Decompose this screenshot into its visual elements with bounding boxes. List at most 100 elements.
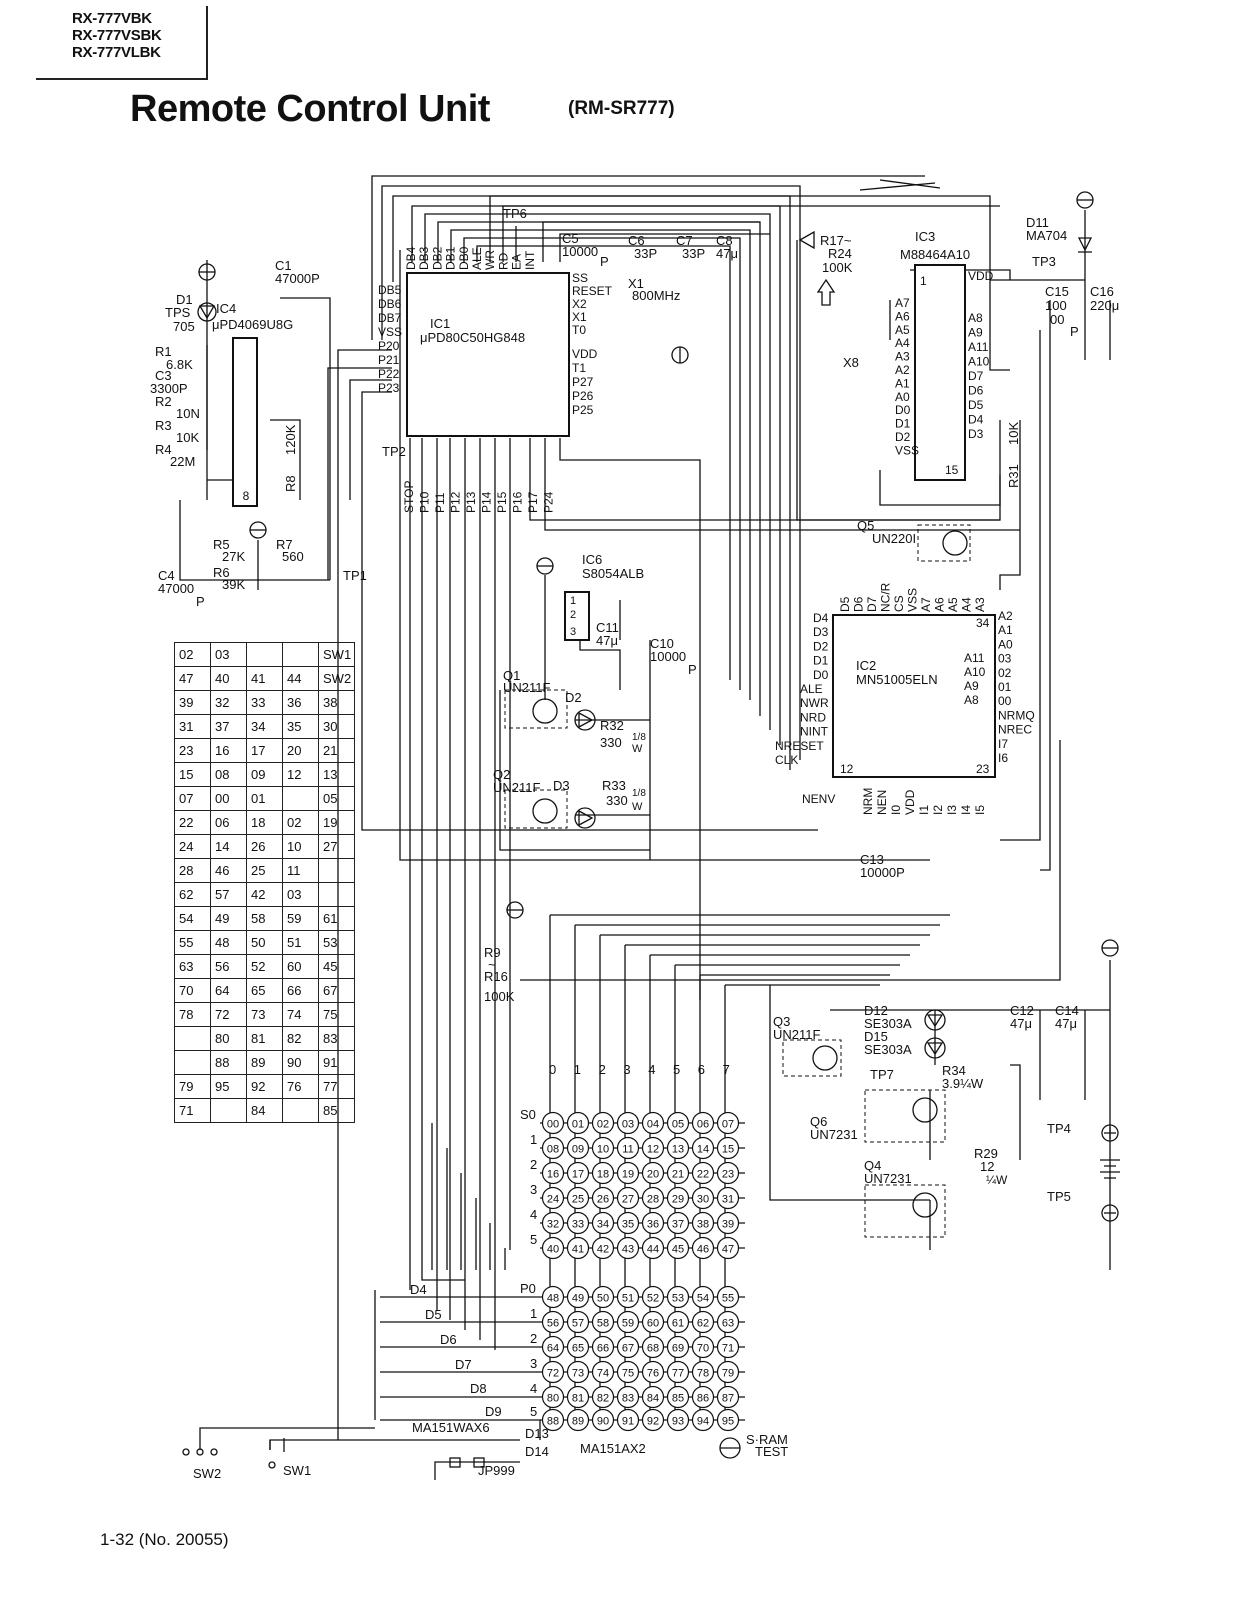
key-code: 68 [647, 1343, 659, 1355]
sram-test-icon [719, 1437, 741, 1459]
pin-label: D5 [968, 398, 984, 412]
keymap-cell: 45 [318, 954, 355, 979]
label-d12-part: SE303A [864, 1016, 912, 1031]
key-contact [641, 1385, 665, 1409]
key-code: 66 [597, 1343, 609, 1355]
pin-label: D1 [813, 654, 829, 668]
key-code: 27 [622, 1194, 634, 1206]
label-c15-val2: 00 [1050, 312, 1064, 327]
label-tp7: TP7 [870, 1067, 894, 1082]
key-code: 07 [722, 1119, 734, 1131]
label-c12: C12 [1010, 1003, 1034, 1018]
pin-label: P25 [572, 403, 594, 417]
key-contact [666, 1136, 690, 1160]
keymap-cell: 42 [246, 882, 283, 907]
power-symbol-icon [249, 521, 267, 539]
ic1-body [406, 272, 570, 437]
key-contact [541, 1186, 565, 1210]
keymap-cell: 81 [246, 1026, 283, 1051]
key-contact [641, 1285, 665, 1309]
pin-label: D2 [813, 639, 829, 653]
key-code: 48 [547, 1293, 559, 1305]
key-code: 02 [597, 1119, 609, 1131]
key-code: 91 [622, 1416, 634, 1428]
keymap-cell: 95 [210, 1074, 247, 1099]
pin-label: VDD [572, 347, 598, 361]
pin-label: WR [483, 250, 497, 270]
label-d9: D9 [485, 1404, 502, 1419]
pin-label: A8 [968, 311, 983, 325]
label-r2-val: 10N [176, 406, 200, 421]
column-label: 6 [698, 1062, 705, 1077]
keymap-cell: 33 [246, 690, 283, 715]
key-code: 37 [672, 1219, 684, 1231]
label-r7-val: 560 [282, 549, 304, 564]
key-code: 36 [647, 1219, 659, 1231]
label-r32-val: 330 [600, 735, 622, 750]
key-contact [591, 1335, 615, 1359]
key-contact [616, 1211, 640, 1235]
key-contact [591, 1161, 615, 1185]
label-d1: D1 [176, 292, 193, 307]
key-code: 38 [697, 1219, 709, 1231]
label-c10: C10 [650, 636, 674, 651]
label-d5: D5 [425, 1307, 442, 1322]
pin-label: T1 [572, 361, 586, 375]
label-r4-val: 22M [170, 454, 195, 469]
keymap-cell: 63 [174, 954, 211, 979]
label-r9-val: 100K [484, 989, 515, 1004]
key-code: 33 [572, 1219, 584, 1231]
key-contact [691, 1236, 715, 1260]
page-footer: 1-32 (No. 20055) [100, 1530, 229, 1549]
pin-label: NENV [802, 792, 835, 806]
key-contact [541, 1335, 565, 1359]
key-code: 45 [672, 1244, 684, 1256]
key-contact [541, 1310, 565, 1334]
keymap-cell: 79 [174, 1074, 211, 1099]
led-d2-icon [574, 709, 596, 731]
key-contact [716, 1236, 740, 1260]
keymap-cell: 11 [282, 858, 319, 883]
key-code: 76 [647, 1368, 659, 1380]
keymap-cell: 30 [318, 714, 355, 739]
keymap-cell: 14 [210, 834, 247, 859]
key-code: 73 [572, 1368, 584, 1380]
key-code: 50 [597, 1293, 609, 1305]
label-d1-val: 705 [173, 319, 195, 334]
label-r32-watt: 1/8 [632, 732, 646, 743]
label-c1: C1 [275, 258, 292, 273]
pin-label: X1 [572, 310, 587, 324]
key-code: 80 [547, 1393, 559, 1405]
key-code: 39 [722, 1219, 734, 1231]
keymap-cell: 17 [246, 738, 283, 763]
pin-label: A5 [895, 323, 910, 337]
key-contact [591, 1385, 615, 1409]
keymap-cell: 27 [318, 834, 355, 859]
row-label: 1 [530, 1132, 537, 1147]
column-label: 1 [574, 1062, 581, 1077]
keymap-cell: 73 [246, 1002, 283, 1027]
keymap-cell: 39 [174, 690, 211, 715]
label-d4: D4 [410, 1282, 427, 1297]
key-contact [691, 1161, 715, 1185]
keymap-cell: SW2 [318, 666, 355, 691]
keymap-cell: 18 [246, 810, 283, 835]
key-contact [641, 1310, 665, 1334]
key-code: 94 [697, 1416, 709, 1428]
label-d14: D14 [525, 1444, 549, 1459]
transistor-q3 [782, 1039, 842, 1077]
key-code: 74 [597, 1368, 609, 1380]
keymap-cell: 80 [210, 1026, 247, 1051]
key-contact [591, 1186, 615, 1210]
key-code: 95 [722, 1416, 734, 1428]
pin-label: STOP [402, 481, 416, 513]
pin-label: A2 [895, 363, 910, 377]
keymap-cell: 02 [174, 642, 211, 667]
